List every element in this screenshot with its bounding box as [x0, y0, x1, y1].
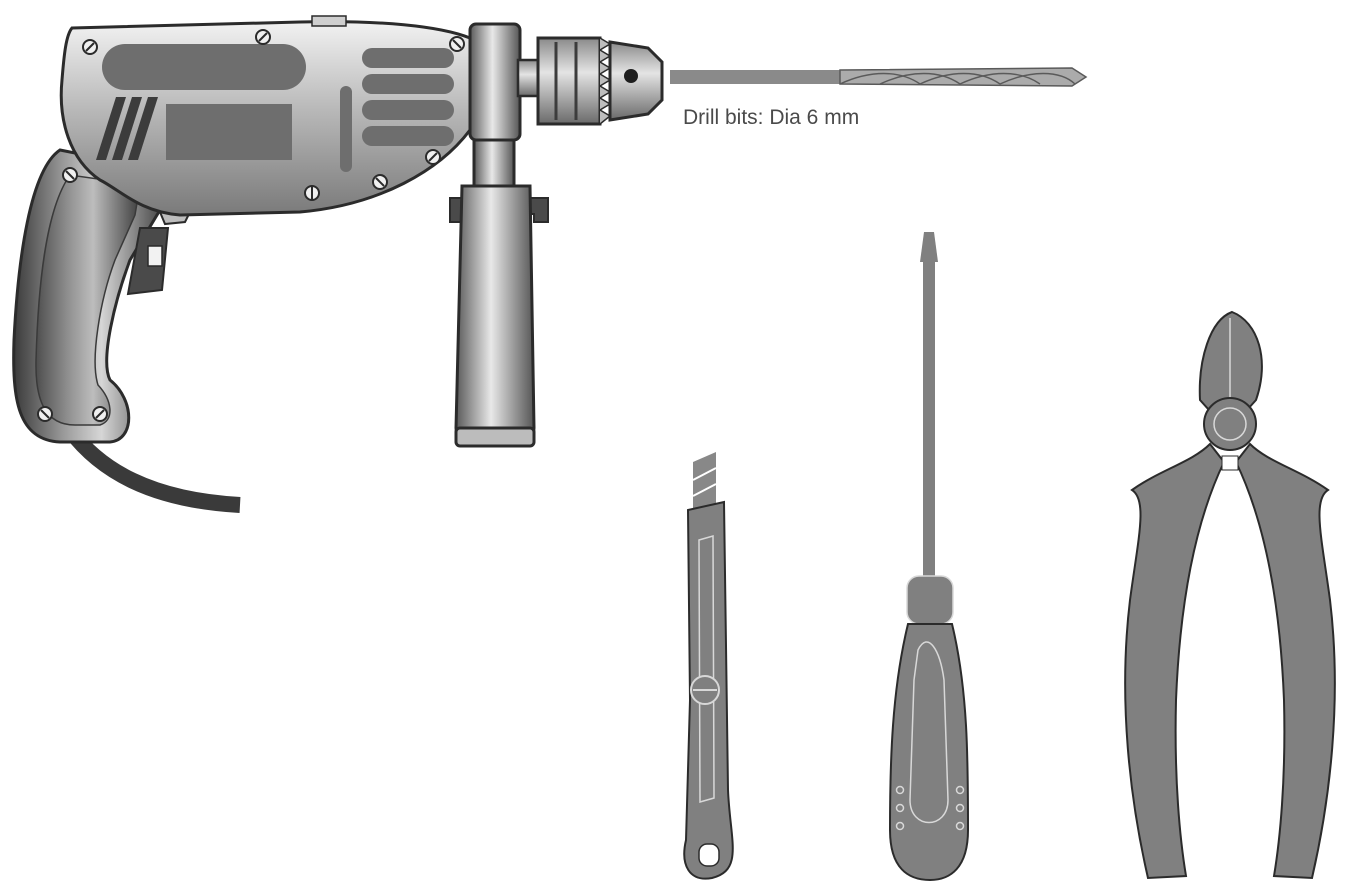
drill-top-slot	[102, 44, 306, 90]
drill-top-switch[interactable]	[311, 15, 347, 27]
screwdriver-shaft	[923, 262, 935, 580]
drill-side-handle-collar	[472, 138, 516, 188]
pliers-left-handle[interactable]	[1124, 442, 1226, 880]
drill-side-handle-cap	[454, 426, 536, 448]
screwdriver-handle-dots	[895, 785, 965, 831]
drill-grip-inner	[35, 174, 141, 426]
screwdriver-tip	[920, 232, 938, 262]
utility-knife-tail-slot	[698, 843, 720, 867]
drill-chuck	[536, 36, 602, 126]
drill-vertical-bar	[340, 86, 352, 172]
drill-bit-label: Drill bits: Dia 6 mm	[683, 106, 859, 129]
power-drill-icon	[12, 15, 664, 513]
drill-bit-shank	[670, 70, 850, 84]
pliers-pivot-bolt	[1213, 407, 1247, 441]
drill-bit-icon: Drill bits: Dia 6 mm	[670, 67, 1088, 129]
screwdriver-handle-groove	[909, 641, 949, 824]
pliers-right-handle[interactable]	[1234, 442, 1336, 880]
screwdriver-handle[interactable]	[888, 623, 970, 882]
utility-knife-icon	[683, 452, 734, 880]
screwdriver-icon	[888, 232, 970, 882]
pliers-spring	[1221, 455, 1239, 471]
utility-knife-blade-segments	[692, 467, 717, 497]
drill-vent-slits	[96, 97, 158, 160]
drill-cooling-vents	[362, 48, 454, 146]
utility-knife-track	[698, 535, 715, 803]
pliers-icon	[1124, 310, 1336, 880]
drill-side-handle[interactable]	[454, 184, 536, 442]
drill-gear-housing	[468, 22, 522, 142]
drill-bit-flute	[839, 67, 1088, 87]
drill-lock-button[interactable]	[147, 245, 163, 267]
drill-power-cord	[63, 425, 241, 513]
utility-knife-blade	[693, 452, 716, 518]
drill-chuck-key-hole	[624, 69, 638, 83]
screwdriver-ferrule	[906, 575, 954, 625]
drill-chuck-nose	[608, 40, 664, 122]
drill-label-panel	[166, 104, 292, 160]
drill-chuck-grooves	[554, 42, 578, 120]
drill-screw-slots	[40, 32, 462, 419]
drill-bit-spirals	[839, 72, 1076, 85]
pliers-pivot	[1203, 397, 1257, 451]
